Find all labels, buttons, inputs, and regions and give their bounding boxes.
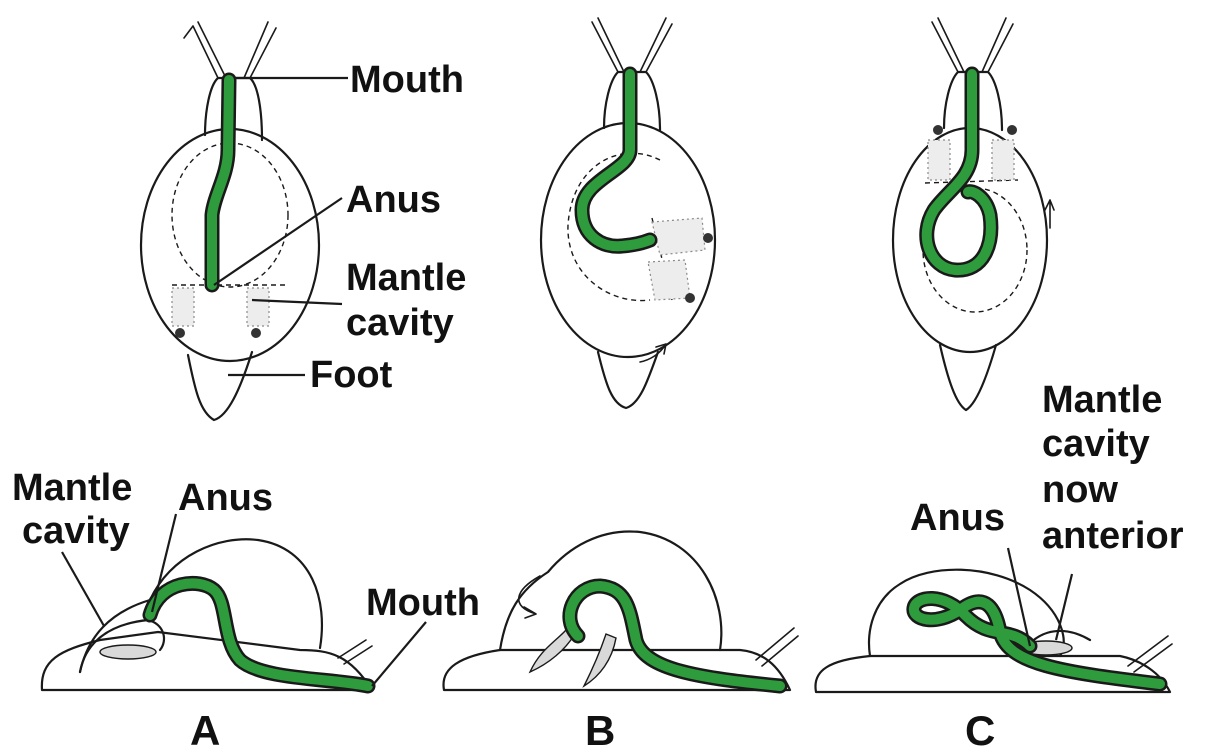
snail-a-side bbox=[42, 539, 372, 690]
panel-label-a: A bbox=[190, 707, 220, 753]
label-side-a-mantle-line2: cavity bbox=[22, 510, 130, 552]
snail-a-top bbox=[141, 22, 319, 420]
snail-b-knob-upper bbox=[703, 233, 713, 243]
snail-c-side-tentacle bbox=[1128, 636, 1172, 672]
snail-b-tentacle-right bbox=[640, 18, 672, 72]
snail-b-side-tentacle bbox=[756, 628, 798, 666]
snail-b-knob-lower bbox=[685, 293, 695, 303]
snail-a-muscle-right bbox=[247, 288, 269, 326]
snail-a-knob-right bbox=[251, 328, 261, 338]
snail-a-tentacle-left bbox=[184, 22, 226, 78]
snail-c-top bbox=[893, 18, 1054, 410]
snail-c-tentacle-left bbox=[932, 18, 964, 72]
snail-b-side-arrow bbox=[519, 576, 540, 618]
label-side-b-mouth: Mouth bbox=[366, 582, 480, 624]
panel-label-b: B bbox=[585, 707, 615, 753]
snail-c-muscle-right bbox=[992, 140, 1014, 180]
snail-a-tentacle-right bbox=[244, 22, 276, 78]
leader-anus bbox=[214, 198, 342, 285]
snail-b-side bbox=[443, 531, 798, 690]
panel-label-c: C bbox=[965, 707, 995, 753]
snail-b-tentacle-left bbox=[592, 18, 624, 72]
label-side-c-mantle-line3: now bbox=[1042, 469, 1118, 511]
label-foot: Foot bbox=[310, 354, 393, 396]
label-side-c-mantle-line2: cavity bbox=[1042, 423, 1150, 465]
label-mantle-line1: Mantle bbox=[346, 257, 466, 299]
snail-c-side bbox=[815, 570, 1172, 692]
label-anus: Anus bbox=[346, 179, 441, 221]
snail-c-foot bbox=[940, 345, 996, 410]
snail-c-muscle-left bbox=[928, 140, 950, 180]
snail-b-muscle-lower bbox=[648, 260, 690, 300]
label-side-a-anus: Anus bbox=[178, 477, 273, 519]
snail-a-muscle-left bbox=[172, 288, 194, 326]
label-side-a-mantle-line1: Mantle bbox=[12, 467, 132, 509]
snail-b-side-gill-right bbox=[584, 634, 616, 686]
leader-side-b-mouth bbox=[372, 622, 426, 686]
snail-c-knob-left bbox=[933, 125, 943, 135]
snail-b-muscle-upper bbox=[652, 218, 705, 255]
label-mantle-line2: cavity bbox=[346, 302, 454, 344]
snail-c-tentacle-right bbox=[982, 18, 1013, 72]
leader-side-a-mantle bbox=[62, 552, 104, 626]
label-mouth: Mouth bbox=[350, 59, 464, 101]
label-side-c-mantle-line4: anterior bbox=[1042, 515, 1184, 557]
snail-a-knob-left bbox=[175, 328, 185, 338]
snail-a-foot bbox=[188, 352, 252, 420]
snail-b-foot bbox=[598, 352, 658, 408]
snail-b-top bbox=[541, 18, 715, 408]
label-side-c-mantle-line1: Mantle bbox=[1042, 379, 1162, 421]
snail-a-side-gill bbox=[100, 645, 156, 659]
snail-c-knob-right bbox=[1007, 125, 1017, 135]
label-side-c-anus: Anus bbox=[910, 497, 1005, 539]
